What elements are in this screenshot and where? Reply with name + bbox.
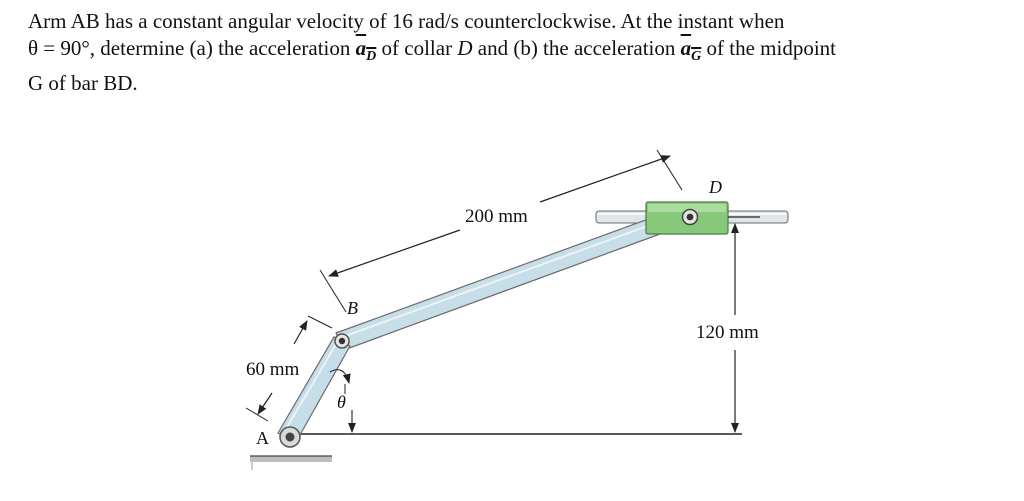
arm-ab <box>277 336 351 443</box>
problem-line-2-end: of the midpoint <box>701 36 837 60</box>
problem-line-1: Arm AB has a constant angular velocity o… <box>28 9 785 33</box>
bar-bd <box>335 205 691 351</box>
vector-a-d: aD <box>355 36 377 65</box>
pin-b <box>334 333 350 349</box>
problem-line-2-start: θ = 90°, determine (a) the acceleration <box>28 36 356 60</box>
label-dim-height: 120 mm <box>696 322 759 343</box>
vector-a-g: aG <box>680 36 702 65</box>
collar-d <box>645 201 729 235</box>
label-dim-ab: 60 mm <box>246 359 300 380</box>
pivot-a <box>279 426 301 448</box>
label-dim-bd: 200 mm <box>465 206 528 227</box>
label-d: D <box>708 177 722 197</box>
problem-statement: Arm AB has a constant angular velocity o… <box>28 8 1008 97</box>
problem-line-2-mid: of collar <box>376 36 458 60</box>
label-b: B <box>347 298 358 318</box>
label-a: A <box>256 428 269 448</box>
label-theta: θ <box>337 392 346 412</box>
problem-line-3: G of bar BD. <box>28 71 138 96</box>
theta-angle <box>329 369 356 433</box>
ground-support <box>250 455 332 470</box>
dimension-ab <box>245 315 333 422</box>
problem-line-2-mid2: and (b) the acceleration <box>472 36 681 60</box>
collar-name: D <box>457 36 473 60</box>
problem-line-2: θ = 90°, determine (a) the acceleration … <box>28 35 1008 70</box>
dimension-bd <box>319 149 683 313</box>
